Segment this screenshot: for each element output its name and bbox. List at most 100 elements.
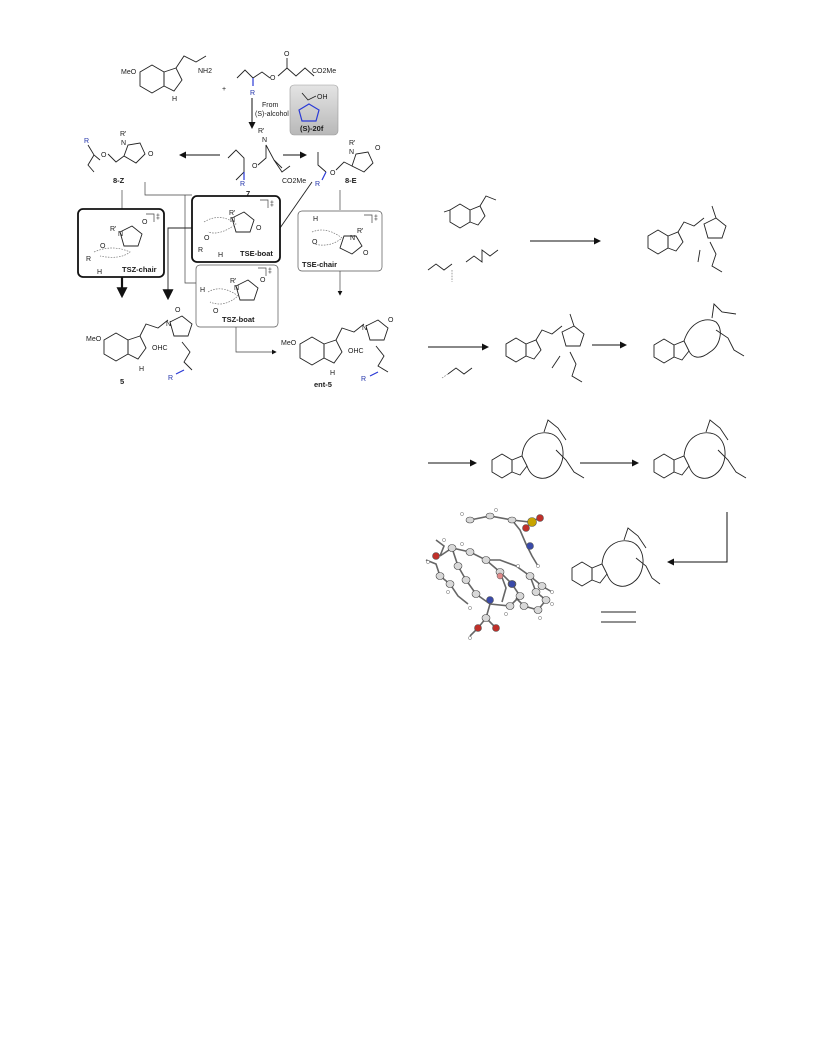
pent-r: R (361, 376, 366, 383)
ts-z-boat-box: R' N O O H TSZ-boat ‡ (195, 264, 279, 328)
p5-r: R (168, 375, 173, 382)
compound-8e-structure: O N R' O R 8-E (315, 140, 381, 188)
arrow-r4 (667, 512, 728, 566)
tryptamine-structure: MeO NH2 H (121, 55, 212, 103)
tseb-n: N (230, 217, 235, 224)
ts-z-chair-box: R' N O O R H TSZ-chair ‡ (77, 208, 165, 278)
arrow-tszb-to-ent5 (235, 327, 277, 355)
indole-nh-label: H (172, 96, 177, 103)
r-label-8z: R (84, 138, 89, 145)
tsec-o-ring: O (312, 239, 318, 246)
8e-n-label: N (349, 149, 354, 156)
connector-8e-to-tseboat (279, 181, 313, 229)
product-5-structure: MeO H N O OHC R 5 (86, 307, 193, 386)
tsec-dagger: ‡ (374, 215, 378, 222)
8e-o: O (330, 170, 336, 177)
ester-label: CO2Me (312, 68, 336, 75)
r-label-top: R (250, 90, 255, 97)
right-row3-intermediate (491, 419, 585, 479)
tszb-n: N (234, 285, 239, 292)
8z-n-label: N (121, 140, 126, 147)
tszc-o: O (142, 219, 148, 226)
right-row4-product (571, 527, 661, 623)
compound-7-structure: O N R' CO2Me R 7 (227, 128, 306, 198)
compound-5-label: 5 (120, 377, 124, 386)
imine-n-label: N (262, 137, 267, 144)
tsec-label: TSE-chair (302, 260, 337, 269)
tseb-o: O (256, 225, 262, 232)
imine-o: O (252, 163, 258, 170)
pent-meo: MeO (281, 340, 297, 347)
tszb-label: TSZ-boat (222, 315, 255, 324)
tszc-label: TSZ-chair (122, 265, 157, 274)
p5-o: O (175, 307, 181, 314)
8e-rprime-label: R' (349, 140, 355, 147)
right-row2-product (653, 303, 745, 364)
8z-rprime-label: R' (120, 131, 126, 138)
imine-rprime-label: R' (258, 128, 264, 135)
ketoester-structure: O O CO2Me R (236, 51, 336, 97)
tszb-h: H (200, 287, 205, 294)
tsec-rprime: R' (357, 228, 363, 235)
tseb-rprime: R' (229, 210, 235, 217)
right-row2-intermediate (505, 313, 585, 383)
plus-sign: + (222, 86, 226, 93)
tsec-h: H (313, 216, 318, 223)
compound-8e-label: 8-E (345, 176, 357, 185)
tszb-o: O (260, 277, 266, 284)
nh2-label: NH2 (198, 68, 212, 75)
r-label-8e: R (315, 181, 320, 188)
compound-7-ester: CO2Me (282, 178, 306, 185)
8z-o-label: O (148, 151, 154, 158)
alcohol-oh-label: OH (317, 94, 328, 101)
tszc-n: N (118, 231, 123, 238)
pent-o: O (388, 317, 394, 324)
tszb-dagger: ‡ (268, 268, 272, 275)
ts-e-chair-box: H R' N O O TSE-chair ‡ (297, 210, 383, 272)
connector-vertical (184, 195, 196, 284)
8z-o: O (101, 152, 107, 159)
compound-7-label: 7 (246, 189, 250, 198)
ts-e-boat-box: R' N O O R H TSE-boat ‡ (191, 195, 281, 263)
connector-8z-to-tszboat (144, 182, 192, 196)
methoxy-label: MeO (121, 69, 137, 76)
tszb-o-ring: O (213, 308, 219, 315)
pent-nh: H (330, 370, 335, 377)
right-row3-product (653, 419, 747, 479)
right-row1-product (647, 205, 727, 273)
tseb-h: H (218, 252, 223, 259)
ether-o: O (270, 75, 276, 82)
tseb-label: TSE-boat (240, 249, 273, 258)
compound-ent5-label: ent-5 (314, 380, 332, 389)
8e-o-label: O (375, 145, 381, 152)
tseb-r: R (198, 247, 203, 254)
right-row1-start (427, 195, 499, 282)
product-ent5-structure: MeO H N O OHC R ent-5 (281, 317, 394, 389)
tszc-h: H (97, 269, 102, 276)
r-label-7: R (240, 181, 245, 188)
tszc-dagger: ‡ (156, 214, 160, 221)
xray-structure (425, 508, 554, 640)
tszc-rprime: R' (110, 226, 116, 233)
tseb-dagger: ‡ (270, 201, 274, 208)
connector-tseboat-down (167, 227, 192, 298)
tszc-o-ring: O (100, 243, 106, 250)
pent-n: N (362, 325, 367, 332)
alcohol-20f-box: OH (S)-20f (289, 84, 339, 136)
tsec-o: O (363, 250, 369, 257)
p5-ohc: OHC (152, 345, 168, 352)
ketone-o-label: O (284, 51, 290, 58)
pent-ohc: OHC (348, 348, 364, 355)
p5-meo: MeO (86, 336, 102, 343)
tsec-n: N (350, 235, 355, 242)
compound-8z-structure: R O N R' O 8-Z (84, 131, 154, 185)
tszb-rprime: R' (230, 278, 236, 285)
from-alcohol-label: (S)-alcohol (255, 111, 289, 118)
compound-8z-label: 8-Z (113, 176, 125, 185)
alcohol-20f-label: (S)-20f (300, 124, 324, 133)
right-row2-reagent (441, 367, 473, 379)
tszc-r: R (86, 256, 91, 263)
tseb-o-ring: O (204, 235, 210, 242)
p5-n: N (166, 321, 171, 328)
